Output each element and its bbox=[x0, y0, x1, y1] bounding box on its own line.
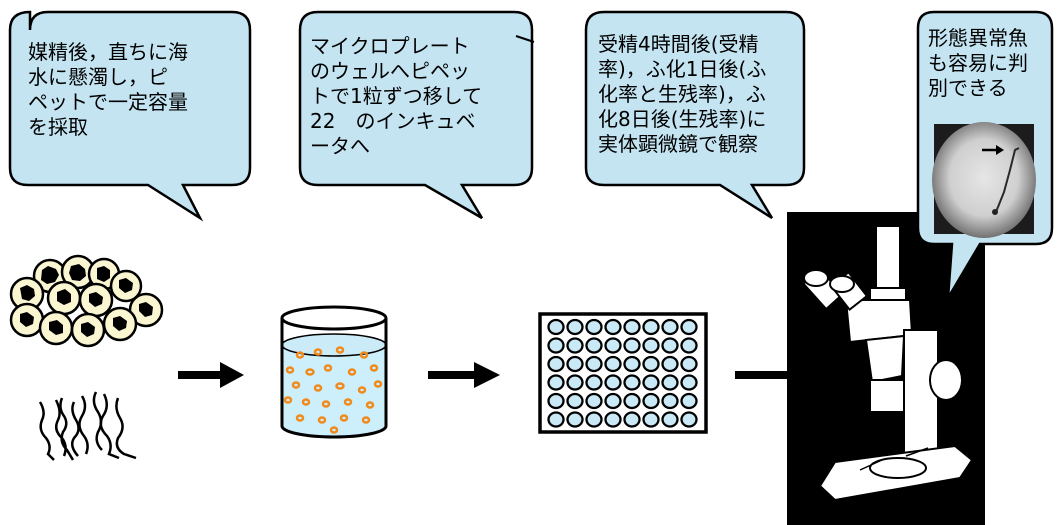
plate-well bbox=[566, 411, 584, 428]
plate-well bbox=[547, 411, 565, 428]
speech-bubble-2 bbox=[298, 10, 534, 220]
bubble-text-3: 受精4時間後(受精 率)，ふ化1日後(ふ 化率と生残率)，ふ 化8日後(生残率)… bbox=[598, 32, 767, 156]
plate-well bbox=[547, 374, 565, 391]
plate-well bbox=[642, 392, 660, 410]
bubble-text-2: マイクロプレート のウェルへピペッ トで1粒ずつ移して 22 のインキュベ ータ… bbox=[310, 34, 483, 158]
plate-well bbox=[661, 411, 679, 428]
plate-well bbox=[642, 318, 660, 336]
bubble-text-4: 形態異常魚 も容易に判 別できる bbox=[928, 26, 1028, 100]
beaker-icon bbox=[280, 305, 388, 439]
plate-well bbox=[680, 392, 698, 410]
plate-well bbox=[642, 411, 660, 428]
bubble-tick bbox=[515, 35, 535, 43]
bubble-text-1: 媒精後，直ちに海 水に懸濁し，ピ ペットで一定容量 を採取 bbox=[28, 40, 188, 139]
arrow-right-icon bbox=[428, 362, 500, 388]
plate-well bbox=[623, 318, 641, 336]
plate-well bbox=[547, 392, 565, 410]
plate-well bbox=[585, 411, 603, 428]
plate-well bbox=[566, 355, 584, 373]
microplate-icon bbox=[538, 312, 708, 434]
plate-well bbox=[566, 374, 584, 391]
fish-eggs-icon bbox=[9, 254, 164, 348]
plate-well bbox=[604, 337, 622, 354]
larva-photo-icon bbox=[932, 122, 1036, 238]
plate-well bbox=[661, 318, 679, 336]
plate-well bbox=[680, 355, 698, 373]
plate-well bbox=[623, 355, 641, 373]
plate-well bbox=[680, 374, 698, 391]
plate-well bbox=[585, 318, 603, 336]
plate-well bbox=[585, 374, 603, 391]
plate-well bbox=[623, 411, 641, 428]
arrow-right-icon bbox=[178, 362, 244, 388]
plate-well bbox=[604, 411, 622, 428]
plate-well bbox=[585, 337, 603, 354]
plate-well bbox=[661, 337, 679, 354]
plate-well bbox=[661, 355, 679, 373]
plate-well bbox=[680, 411, 698, 428]
plate-well bbox=[661, 392, 679, 410]
plate-well bbox=[547, 318, 565, 336]
stereo-microscope-icon bbox=[802, 225, 974, 502]
plate-well bbox=[680, 337, 698, 354]
plate-well bbox=[623, 374, 641, 391]
plate-well bbox=[642, 355, 660, 373]
plate-well bbox=[604, 355, 622, 373]
plate-well bbox=[547, 337, 565, 354]
plate-well bbox=[604, 392, 622, 410]
plate-well bbox=[566, 392, 584, 410]
plate-well bbox=[680, 318, 698, 336]
plate-well bbox=[566, 318, 584, 336]
speech-bubble-3 bbox=[584, 10, 806, 220]
plate-well bbox=[604, 374, 622, 391]
sperm-icon bbox=[38, 391, 137, 461]
plate-well bbox=[623, 337, 641, 354]
plate-well bbox=[585, 355, 603, 373]
arrow-shaft bbox=[735, 371, 787, 379]
plate-well bbox=[585, 392, 603, 410]
plate-well bbox=[623, 392, 641, 410]
plate-well bbox=[642, 374, 660, 391]
plate-well bbox=[604, 318, 622, 336]
speech-bubble-1 bbox=[8, 10, 252, 222]
plate-well bbox=[547, 355, 565, 373]
plate-well bbox=[566, 337, 584, 354]
plate-well bbox=[642, 337, 660, 354]
plate-well bbox=[661, 374, 679, 391]
